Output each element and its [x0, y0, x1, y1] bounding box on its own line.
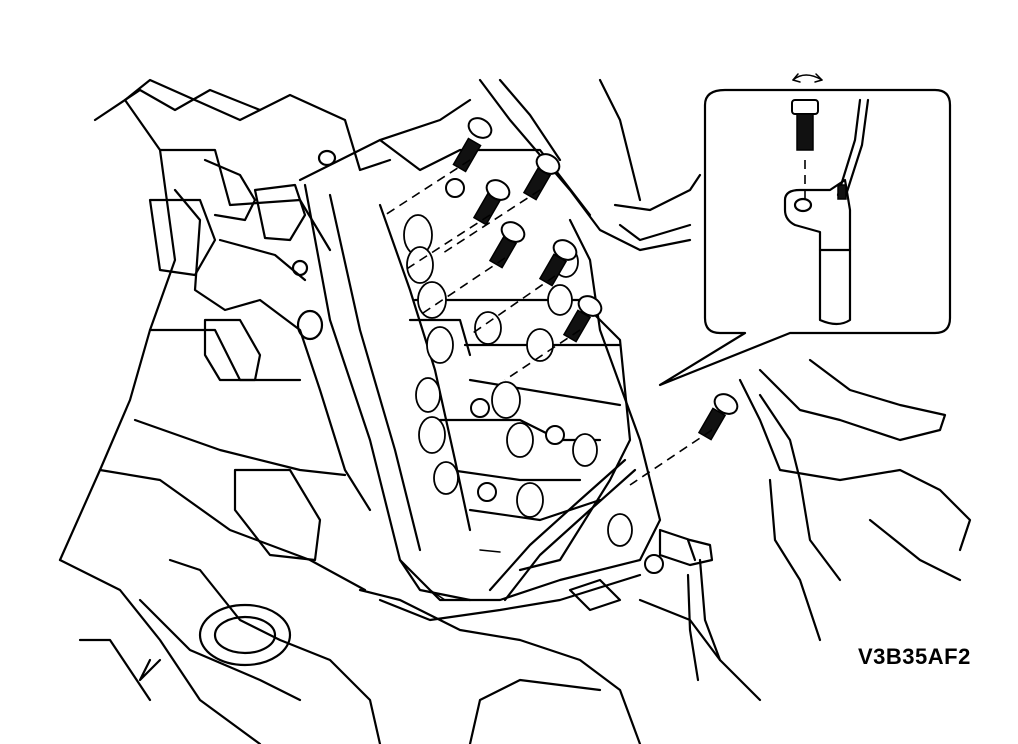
hex-socket-bolt-icon — [445, 117, 739, 574]
inset-detail-icon — [658, 88, 952, 387]
bolt — [697, 393, 739, 441]
sensor-connector — [658, 528, 714, 567]
bolt — [452, 117, 493, 173]
transmission-case — [58, 78, 642, 744]
bolt — [562, 295, 603, 343]
bolt — [488, 221, 526, 269]
installation-guide-lines — [384, 159, 806, 486]
bolt — [472, 179, 511, 226]
figure-code: V3B35AF2 — [858, 644, 971, 669]
bolt — [538, 239, 578, 287]
bolt — [522, 153, 561, 201]
rotation-arrow-icon — [792, 73, 823, 83]
valve-body-frame — [298, 98, 662, 622]
